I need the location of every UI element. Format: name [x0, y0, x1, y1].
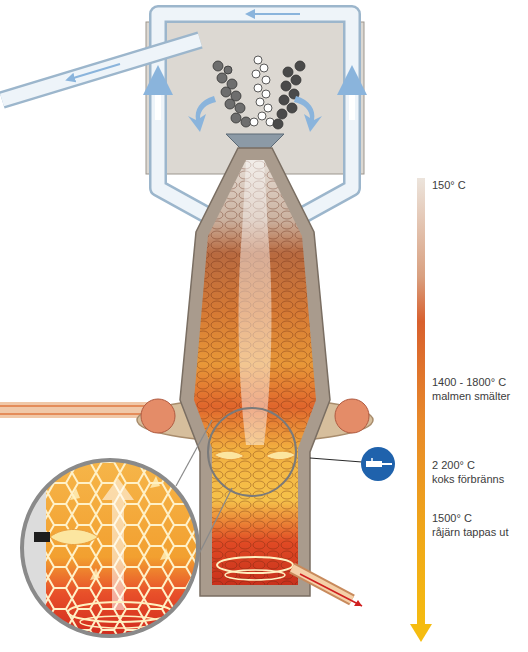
- temperature-scale: [410, 178, 432, 642]
- charge-pellets: [213, 56, 305, 129]
- temperature-label: 150° C: [432, 179, 466, 192]
- charge-arrows: [188, 96, 322, 132]
- temperature-label: koks förbränns: [432, 473, 504, 486]
- temperature-label: malmen smälter: [432, 390, 510, 403]
- temperature-label: råjärn tappas ut: [432, 526, 508, 539]
- injection-icon: [310, 447, 395, 481]
- furnace: [180, 148, 330, 596]
- tuyere-flames: [214, 451, 296, 459]
- temperature-label: 2 200° C: [432, 459, 475, 472]
- temperature-label: 1400 - 1800° C: [432, 376, 506, 389]
- magnifier: [20, 408, 296, 638]
- tap-hole-pipe: [292, 568, 362, 606]
- temperature-label: 1500° C: [432, 512, 472, 525]
